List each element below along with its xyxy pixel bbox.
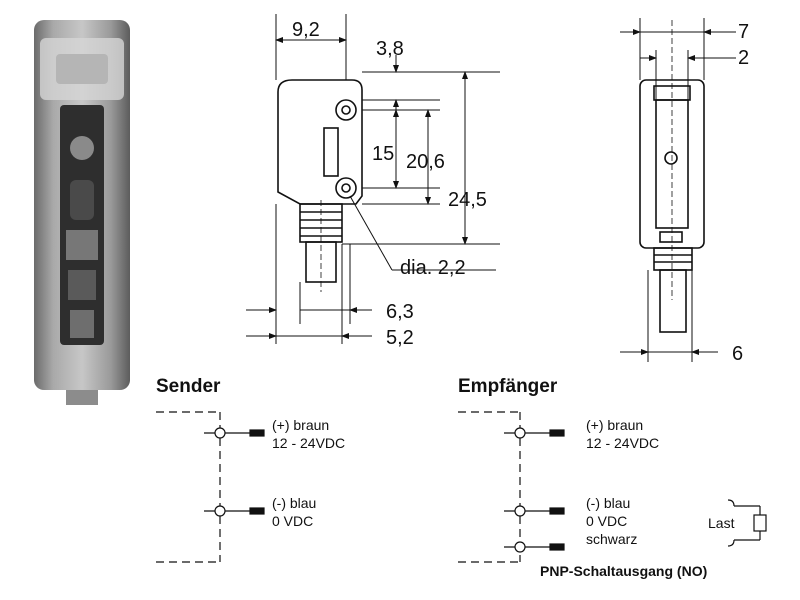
dim-hole-to-top: 20,6 — [406, 151, 445, 173]
output-type-label: PNP-Schaltausgang (NO) — [540, 563, 707, 579]
side-view — [277, 79, 363, 292]
sender-pin-plus-color: (+) braun — [272, 417, 329, 433]
receiver-pin-minus-color: (-) blau — [586, 495, 630, 511]
load-label: Last — [708, 515, 735, 531]
sender-pin-plus-voltage: 12 - 24VDC — [272, 435, 345, 451]
front-view-dimensions — [620, 18, 736, 362]
front-view — [639, 20, 705, 333]
receiver-pin-plus-voltage: 12 - 24VDC — [586, 435, 659, 451]
receiver-pin-minus-voltage: 0 VDC — [586, 513, 627, 529]
receiver-title: Empfänger — [458, 376, 558, 397]
dim-base-width: 6 — [732, 343, 743, 365]
dim-hole-diameter: dia. 2,2 — [400, 257, 466, 279]
receiver-pin-plus-color: (+) braun — [586, 417, 643, 433]
sender-title: Sender — [156, 376, 221, 397]
sender-pin-minus-color: (-) blau — [272, 495, 316, 511]
side-view-dimensions — [246, 14, 500, 344]
receiver-wiring — [458, 411, 565, 563]
dim-total-height: 24,5 — [448, 189, 487, 211]
dim-hole-spacing: 15 — [372, 143, 394, 165]
sender-pin-minus-voltage: 0 VDC — [272, 513, 313, 529]
sensor-photo — [30, 20, 134, 405]
dim-side-width: 9,2 — [292, 19, 320, 41]
dim-cable-width-2: 5,2 — [386, 327, 414, 349]
dim-front-width: 7 — [738, 21, 749, 43]
dim-cable-width-1: 6,3 — [386, 301, 414, 323]
sender-wiring — [156, 411, 265, 563]
load-resistor-icon — [727, 499, 767, 547]
dim-top-offset: 3,8 — [376, 38, 404, 60]
dim-front-offset: 2 — [738, 47, 749, 69]
receiver-pin-output-color: schwarz — [586, 531, 637, 547]
